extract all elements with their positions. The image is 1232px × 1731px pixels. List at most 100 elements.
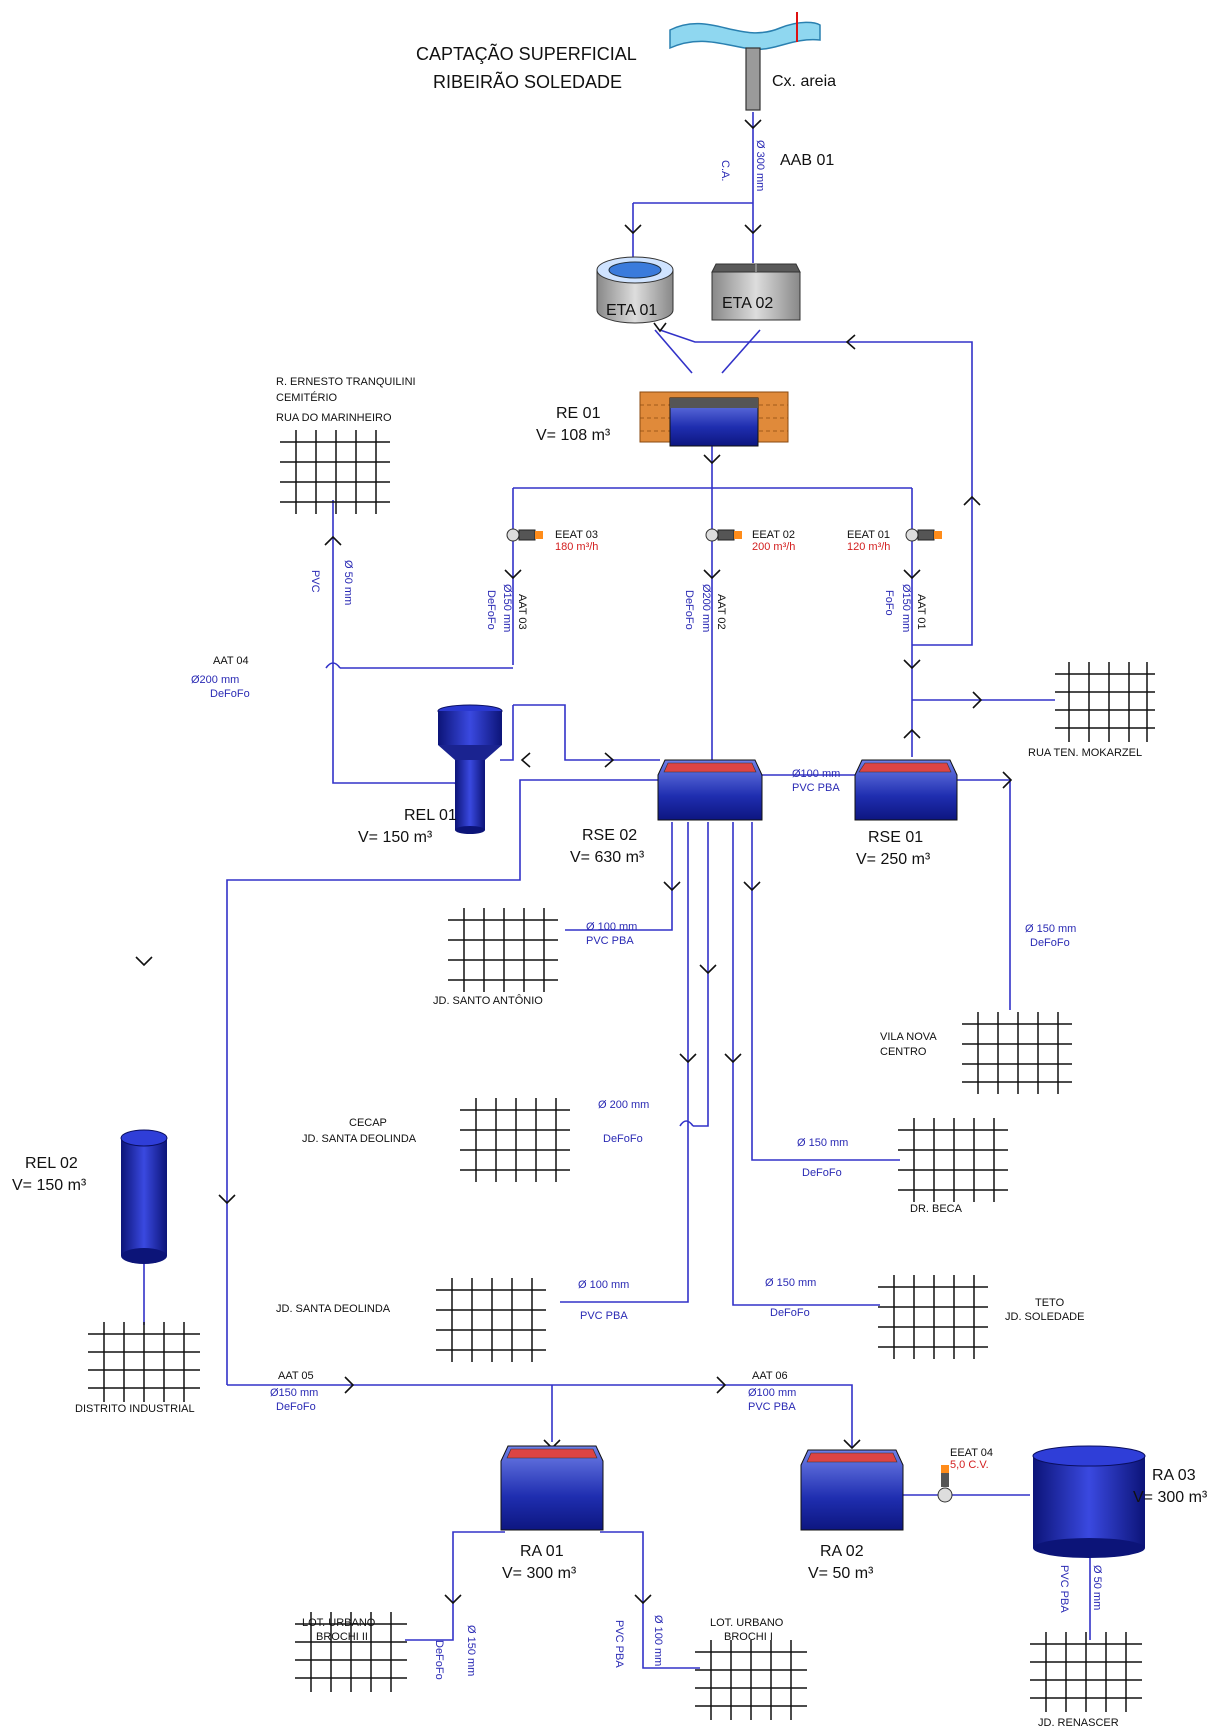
ra03-icon bbox=[1032, 1445, 1146, 1558]
aat06-diameter: Ø100 mm bbox=[748, 1387, 796, 1399]
eeat01-flow: 120 m³/h bbox=[847, 541, 890, 553]
renascer-diameter: Ø 50 mm bbox=[1091, 1565, 1103, 1610]
ra02-volume: V= 50 m³ bbox=[808, 1565, 874, 1582]
flow-arrow bbox=[703, 454, 721, 465]
eta02-icon bbox=[711, 263, 801, 321]
aat02-diameter: Ø200 mm bbox=[700, 584, 712, 632]
aat01-name: AAT 01 bbox=[915, 594, 927, 630]
aat04-diameter: Ø200 mm bbox=[191, 674, 239, 686]
pipe-network bbox=[143, 112, 1091, 1669]
rel01-icon bbox=[437, 704, 503, 834]
aat05-material: DeFoFo bbox=[276, 1401, 316, 1413]
flow-arrow bbox=[634, 1594, 652, 1605]
cecap-diameter: Ø 200 mm bbox=[598, 1099, 649, 1111]
area-renascer: JD. RENASCER bbox=[1038, 1717, 1119, 1729]
santa-deolinda-material: PVC PBA bbox=[580, 1310, 628, 1322]
grid-marinheiro bbox=[280, 430, 390, 514]
dr-beca-diameter: Ø 150 mm bbox=[797, 1137, 848, 1149]
aat06-name: AAT 06 bbox=[752, 1370, 788, 1382]
aat03-diameter: Ø150 mm bbox=[501, 584, 513, 632]
teto-material: DeFoFo bbox=[770, 1307, 810, 1319]
dr-beca-material: DeFoFo bbox=[802, 1167, 842, 1179]
eta01-label: ETA 01 bbox=[606, 302, 657, 319]
flow-arrow bbox=[724, 1053, 742, 1064]
brochi2-diameter: Ø 150 mm bbox=[465, 1625, 477, 1676]
distribution-grids bbox=[88, 430, 1155, 1720]
flow-arrow bbox=[679, 1053, 697, 1064]
grid-santa-deolinda bbox=[436, 1278, 546, 1362]
area-teto-2: JD. SOLEDADE bbox=[1005, 1311, 1084, 1323]
eeat01-name: EEAT 01 bbox=[847, 529, 890, 541]
area-cecap-1: CECAP bbox=[349, 1117, 387, 1129]
grid-dr-beca bbox=[898, 1118, 1008, 1202]
sand-box-label: Cx. areia bbox=[772, 73, 836, 90]
area-mokarzel: RUA TEN. MOKARZEL bbox=[1028, 747, 1142, 759]
aat01-material: FoFo bbox=[883, 590, 895, 616]
cecap-material: DeFoFo bbox=[603, 1133, 643, 1145]
pump-icon-eeat04 bbox=[937, 1465, 953, 1503]
aab01-label: AAB 01 bbox=[780, 152, 834, 169]
santo-antonio-diameter: Ø 100 mm bbox=[586, 921, 637, 933]
grid-teto bbox=[878, 1275, 988, 1359]
flow-arrow bbox=[699, 964, 717, 975]
area-brochi1-2: BROCHI I bbox=[724, 1631, 773, 1643]
flow-arrow bbox=[716, 1376, 727, 1394]
aat03-material: DeFoFo bbox=[485, 590, 497, 630]
grid-mokarzel bbox=[1055, 662, 1155, 742]
area-marinheiro-2: CEMITÉRIO bbox=[276, 391, 338, 404]
brochi1-material: PVC PBA bbox=[613, 1620, 625, 1668]
pump-icon-eeat02 bbox=[705, 528, 742, 542]
rse02-volume: V= 630 m³ bbox=[570, 849, 645, 866]
rse02-icon bbox=[657, 759, 763, 821]
eeat04-name: EEAT 04 bbox=[950, 1447, 993, 1459]
flow-arrow bbox=[324, 535, 342, 546]
eeat03-name: EEAT 03 bbox=[555, 529, 598, 541]
flow-arrow bbox=[903, 659, 921, 670]
flow-arrow bbox=[845, 334, 856, 350]
eeat03-flow: 180 m³/h bbox=[555, 541, 598, 553]
flow-arrow bbox=[903, 569, 921, 580]
rel02-volume: V= 150 m³ bbox=[12, 1177, 87, 1194]
re01-name: RE 01 bbox=[556, 405, 601, 422]
aat03-name: AAT 03 bbox=[516, 594, 528, 630]
area-distrito: DISTRITO INDUSTRIAL bbox=[75, 1403, 195, 1415]
santo-antonio-material: PVC PBA bbox=[586, 935, 634, 947]
aat05-diameter: Ø150 mm bbox=[270, 1387, 318, 1399]
flow-arrow bbox=[903, 728, 921, 739]
re01-icon bbox=[639, 391, 789, 447]
vila-nova-material: DeFoFo bbox=[1030, 937, 1070, 949]
re01-volume: V= 108 m³ bbox=[536, 427, 611, 444]
flow-arrow bbox=[504, 569, 522, 580]
eta01-icon bbox=[596, 256, 674, 324]
ra03-volume: V= 300 m³ bbox=[1133, 1489, 1208, 1506]
eta02-label: ETA 02 bbox=[722, 295, 773, 312]
grid-brochi1 bbox=[695, 1640, 807, 1720]
rse-link-material: PVC PBA bbox=[792, 782, 840, 794]
aat06-material: PVC PBA bbox=[748, 1401, 796, 1413]
aab01-material: C.A. bbox=[719, 160, 731, 181]
source-title-line2: RIBEIRÃO SOLEDADE bbox=[433, 71, 622, 92]
source-title-line1: CAPTAÇÃO SUPERFICIAL bbox=[416, 43, 637, 64]
aat02-name: AAT 02 bbox=[715, 594, 727, 630]
flow-arrows bbox=[135, 119, 1013, 1605]
grid-santo-antonio bbox=[448, 908, 558, 992]
rse-link-diameter: Ø100 mm bbox=[792, 768, 840, 780]
flow-arrow bbox=[743, 881, 761, 892]
rel02-icon bbox=[120, 1129, 168, 1264]
rse01-icon bbox=[854, 759, 958, 821]
ra01-name: RA 01 bbox=[520, 1543, 564, 1560]
river-icon bbox=[669, 12, 821, 50]
eeat04-power: 5,0 C.V. bbox=[950, 1459, 989, 1471]
grid-brochi2 bbox=[295, 1612, 407, 1692]
flow-arrow bbox=[624, 224, 642, 235]
flow-arrow bbox=[344, 1376, 355, 1394]
aat05-name: AAT 05 bbox=[278, 1370, 314, 1382]
ra02-icon bbox=[800, 1449, 904, 1531]
rel01-name: REL 01 bbox=[404, 807, 457, 824]
area-vila-nova-1: VILA NOVA bbox=[880, 1031, 937, 1043]
flow-arrow bbox=[135, 956, 153, 967]
aab01-diameter: Ø 300 mm bbox=[754, 140, 766, 191]
rse01-volume: V= 250 m³ bbox=[856, 851, 931, 868]
ra03-name: RA 03 bbox=[1152, 1467, 1196, 1484]
grid-distrito bbox=[88, 1322, 200, 1402]
